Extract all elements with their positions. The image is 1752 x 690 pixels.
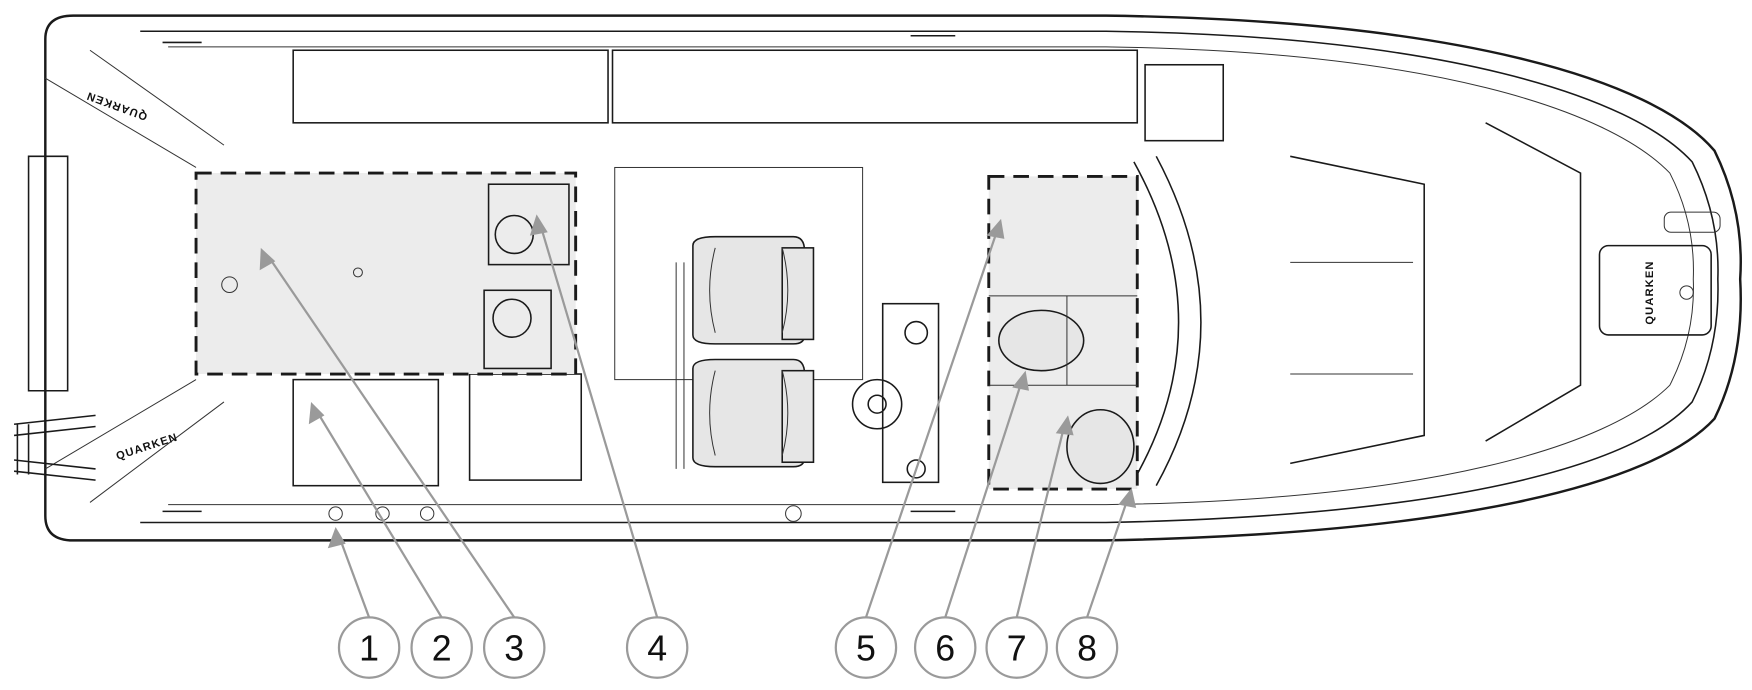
callout-8: 8 xyxy=(1055,616,1119,679)
gunwale-inner xyxy=(140,30,1719,524)
helm-seat-upper xyxy=(692,235,815,345)
windscreen xyxy=(1133,155,1202,487)
callout-6: 6 xyxy=(913,616,977,679)
aft-deck-zone xyxy=(194,171,578,376)
boarding-ladder xyxy=(13,414,96,481)
callout-4: 4 xyxy=(625,616,689,679)
toilet xyxy=(998,309,1085,372)
callout-label: 3 xyxy=(504,629,524,669)
callout-label: 4 xyxy=(647,629,667,669)
callout-label: 5 xyxy=(856,629,876,669)
callout-label: 1 xyxy=(359,629,379,669)
swim-platform xyxy=(27,155,69,392)
callout-5: 5 xyxy=(834,616,898,679)
callout-7: 7 xyxy=(985,616,1048,679)
callout-leaders xyxy=(259,214,1137,619)
callout-3: 3 xyxy=(482,616,546,679)
logo-text-bow: QUARKEN xyxy=(1644,260,1656,324)
anchor-locker xyxy=(1598,244,1712,336)
callout-label: 6 xyxy=(935,629,955,669)
callout-label: 2 xyxy=(432,629,452,669)
callout-2: 2 xyxy=(410,616,473,679)
sink xyxy=(1066,408,1135,485)
callout-label: 7 xyxy=(1007,629,1027,669)
helm-seat-lower xyxy=(692,358,815,468)
callout-label: 8 xyxy=(1077,629,1097,669)
callout-1: 1 xyxy=(337,616,401,679)
